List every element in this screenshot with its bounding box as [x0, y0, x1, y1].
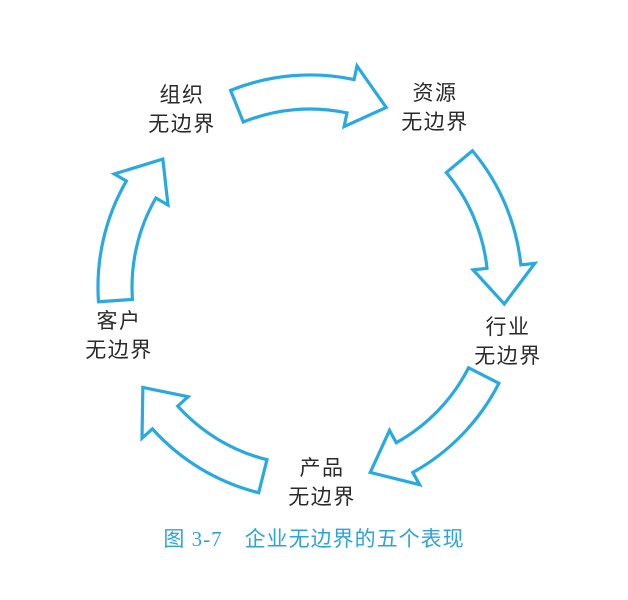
node-label-resources: 资源 无边界	[401, 79, 469, 137]
node-customer-line2: 无边界	[85, 338, 153, 362]
figure-caption: 图 3-7 企业无边界的五个表现	[0, 524, 628, 554]
node-resources-line2: 无边界	[401, 110, 469, 134]
node-industry-line2: 无边界	[474, 344, 542, 368]
curved-arrow-icon-customer-to-organization	[73, 144, 183, 315]
node-organization-line1: 组织	[159, 83, 205, 107]
curved-arrow-icon-product-to-customer	[116, 370, 282, 515]
node-label-organization: 组织 无边界	[148, 81, 216, 139]
curved-arrow-icon-industry-to-product	[356, 354, 517, 506]
node-label-industry: 行业 无边界	[474, 313, 542, 371]
node-product-line1: 产品	[299, 456, 345, 480]
curved-arrow-icon-organization-to-resources	[229, 64, 388, 129]
node-industry-line1: 行业	[485, 315, 531, 339]
node-resources-line1: 资源	[412, 81, 458, 105]
node-product-line2: 无边界	[288, 485, 356, 509]
node-organization-line2: 无边界	[148, 112, 216, 136]
node-customer-line1: 客户	[96, 309, 142, 333]
curved-arrow-icon-resources-to-industry	[436, 141, 546, 312]
figure-caption-number: 图 3-7	[163, 527, 223, 551]
figure-caption-title: 企业无边界的五个表现	[244, 527, 465, 551]
node-label-product: 产品 无边界	[288, 454, 356, 512]
node-label-customer: 客户 无边界	[85, 307, 153, 365]
